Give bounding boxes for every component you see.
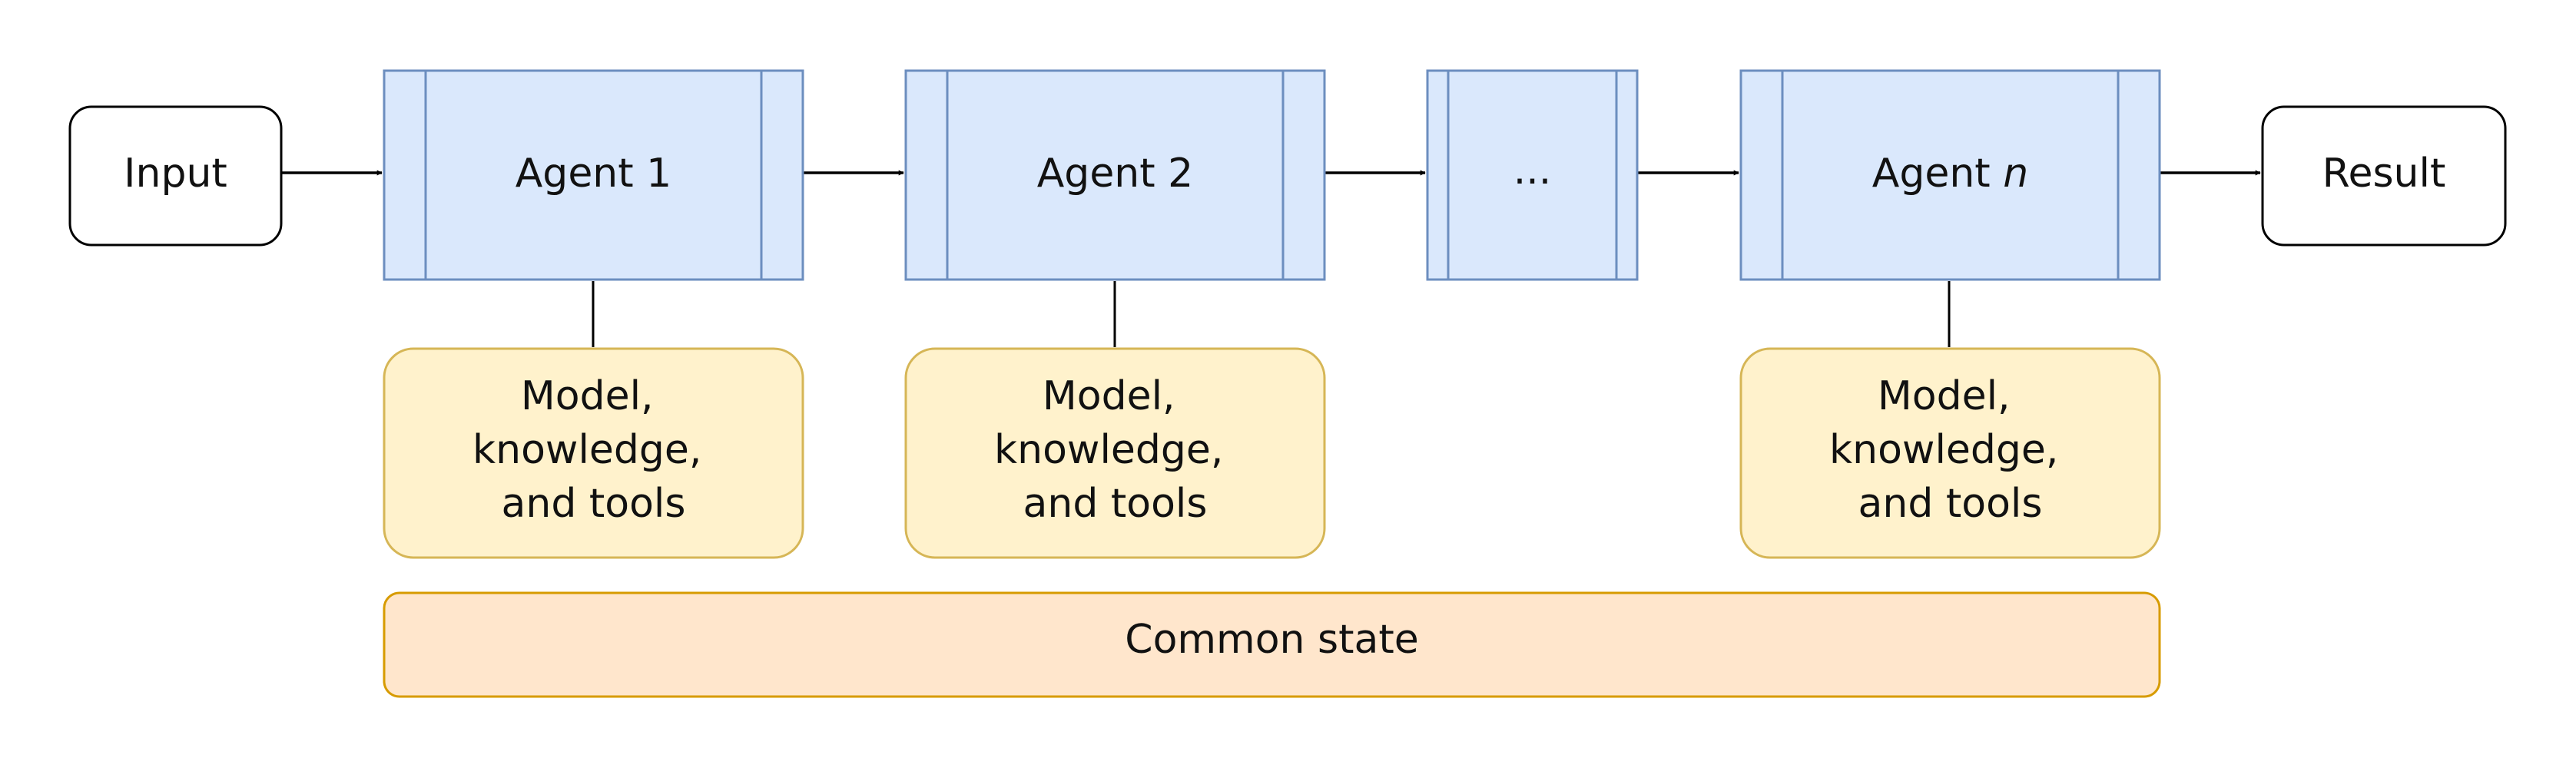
resource-text-agent-2: Model, knowledge, and tools [994, 373, 1236, 527]
agent-1-process: Agent 1 [383, 69, 804, 281]
resource-box-agent-1: Model, knowledge, and tools [383, 347, 804, 559]
result-node: Result [2261, 105, 2507, 247]
common-state-bar: Common state [383, 591, 2161, 698]
resource-text-agent-n: Model, knowledge, and tools [1829, 373, 2071, 527]
resource-box-agent-2: Model, knowledge, and tools [904, 347, 1326, 559]
result-label: Result [2322, 151, 2446, 197]
resource-line: Model, [1878, 373, 2011, 419]
ellipsis-label: ... [1513, 147, 1552, 194]
resource-line: and tools [1023, 481, 1208, 527]
common-state-label: Common state [1125, 617, 1418, 663]
agent-2-process: Agent 2 [904, 69, 1326, 281]
agent-1-label: Agent 1 [516, 151, 672, 197]
agent-n-label-prefix: Agent [1872, 151, 2003, 197]
resource-line: and tools [1858, 481, 2043, 527]
agent-n-process: Agent n [1739, 69, 2161, 281]
ellipsis-process: ... [1426, 69, 1639, 281]
resource-line: Model, [521, 373, 654, 419]
resource-text-agent-1: Model, knowledge, and tools [472, 373, 714, 527]
input-label: Input [124, 151, 227, 197]
resource-line: knowledge, [1829, 427, 2058, 473]
resource-line: and tools [502, 481, 686, 527]
input-node: Input [68, 105, 283, 247]
agent-n-label-variable: n [2003, 151, 2028, 197]
resource-box-agent-n: Model, knowledge, and tools [1739, 347, 2161, 559]
agent-2-label: Agent 2 [1037, 151, 1194, 197]
resource-line: Model, [1043, 373, 1175, 419]
agent-n-label: Agent n [1872, 151, 2028, 197]
resource-line: knowledge, [994, 427, 1223, 473]
resource-line: knowledge, [472, 427, 701, 473]
